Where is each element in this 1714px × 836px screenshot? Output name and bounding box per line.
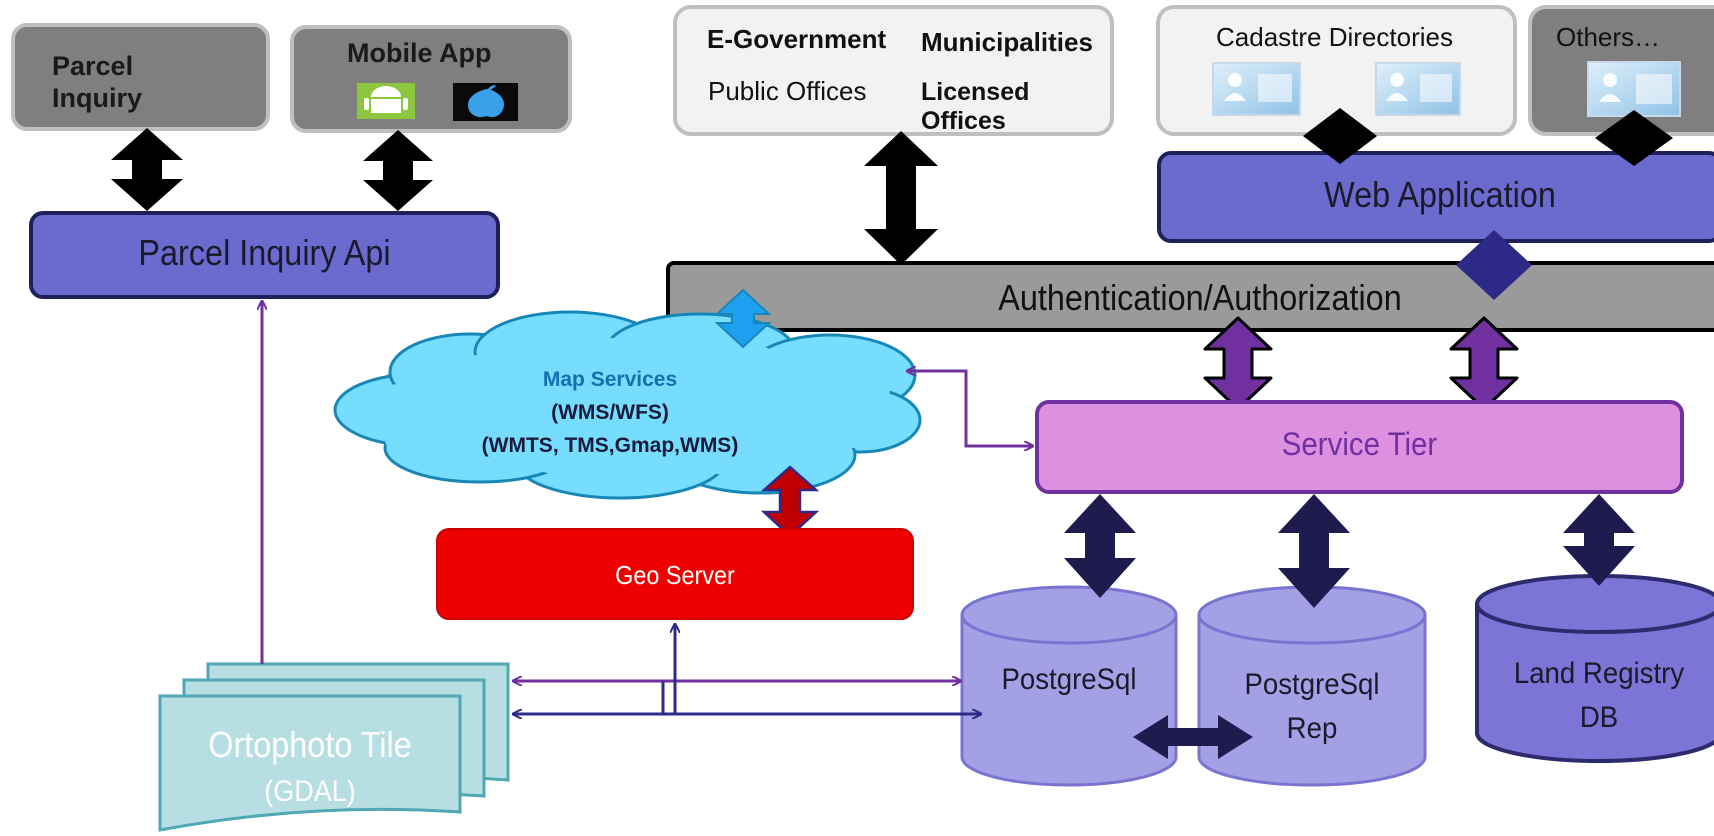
service-tier-box [1035, 400, 1684, 494]
arrow-service-postgresql [1064, 494, 1136, 598]
mobile-app-label: Mobile App [347, 38, 492, 68]
egov-box [673, 5, 1114, 136]
parcel-inquiry-box [11, 23, 270, 131]
connector-others-web [1595, 110, 1673, 166]
land-registry-label: Land Registry DB [1513, 657, 1685, 734]
arrow-egov-auth [864, 131, 938, 265]
postgresql-rep-label: PostgreSql Rep [1244, 668, 1380, 745]
user-screen-icon [1212, 62, 1301, 116]
licensed-offices-label: Licensed Offices [921, 78, 1030, 135]
municipalities-label: Municipalities [921, 27, 1093, 57]
postgresql-db [960, 585, 1178, 787]
arrow-mobile-app-api [363, 130, 433, 211]
arrow-service-land-registry [1563, 494, 1635, 586]
ortophoto-subtitle: (GDAL) [264, 775, 356, 808]
arrow-cloud-auth [714, 288, 772, 349]
geo-server-label: Geo Server [615, 560, 735, 590]
postgresql-label: PostgreSql [1001, 663, 1137, 696]
arrow-parcel-inquiry-api [111, 128, 183, 211]
connector-cadastre-web [1303, 108, 1377, 164]
others-label: Others… [1556, 22, 1661, 52]
parcel-inquiry-api-box [29, 211, 500, 299]
web-application-box [1157, 151, 1714, 243]
geo-server-box [436, 528, 914, 620]
ortophoto-tile-stack [158, 662, 510, 832]
ortophoto-title: Ortophoto Tile [208, 724, 412, 765]
parcel-inquiry-api-label: Parcel Inquiry Api [138, 232, 391, 273]
arrow-service-postgresql-rep [1278, 494, 1350, 608]
e-government-label: E-Government [707, 24, 887, 54]
service-tier-label: Service Tier [1281, 426, 1438, 462]
map-services-line3: (WMTS, TMS,Gmap,WMS) [481, 434, 739, 457]
land-registry-db [1475, 574, 1714, 763]
map-services-cloud [333, 310, 922, 500]
user-screen-icon [1587, 61, 1681, 117]
connector-cloud-service [908, 369, 1032, 446]
arrow-postgresql-replication [1133, 715, 1253, 759]
auth-bar [666, 261, 1714, 332]
postgresql-rep-db [1197, 585, 1427, 787]
connector-web-auth [1456, 230, 1532, 300]
apple-icon [453, 83, 518, 121]
web-application-label: Web Application [1324, 174, 1556, 215]
android-icon [357, 83, 415, 119]
cadastre-directories-label: Cadastre Directories [1216, 22, 1453, 52]
parcel-inquiry-label: Parcel Inquiry [52, 51, 143, 114]
auth-label: Authentication/Authorization [998, 277, 1402, 318]
map-services-title: Map Services [542, 368, 678, 391]
public-offices-label: Public Offices [708, 76, 867, 106]
map-services-line2: (WMS/WFS) [551, 401, 669, 424]
user-screen-icon [1375, 62, 1461, 116]
